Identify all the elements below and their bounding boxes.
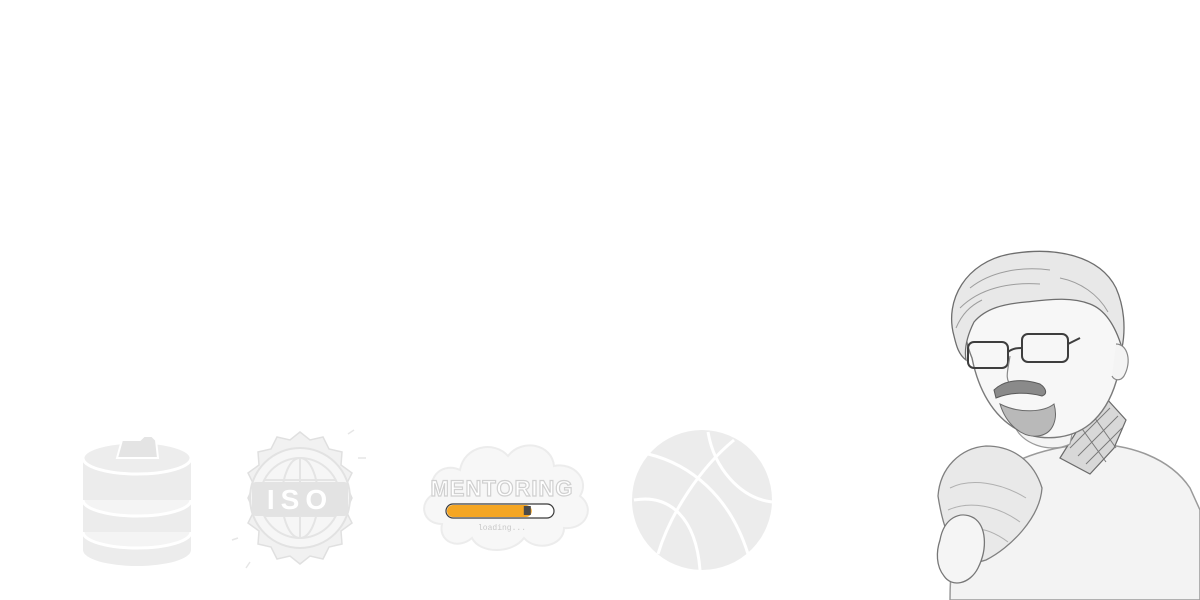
- mentoring-loading-text: loading...: [478, 524, 526, 533]
- basketball-icon: [630, 428, 775, 573]
- mentoring-cloud-icon: MENTORING loading...: [414, 432, 594, 556]
- plaid-collar: [1059, 397, 1127, 475]
- mentoring-label: MENTORING: [430, 476, 573, 501]
- iso-badge-icon: ISO: [230, 428, 370, 570]
- database-icon: [80, 428, 194, 570]
- iso-label: ISO: [267, 484, 333, 515]
- sketch-portrait: [930, 248, 1200, 600]
- mentoring-progress-bar: [445, 503, 555, 519]
